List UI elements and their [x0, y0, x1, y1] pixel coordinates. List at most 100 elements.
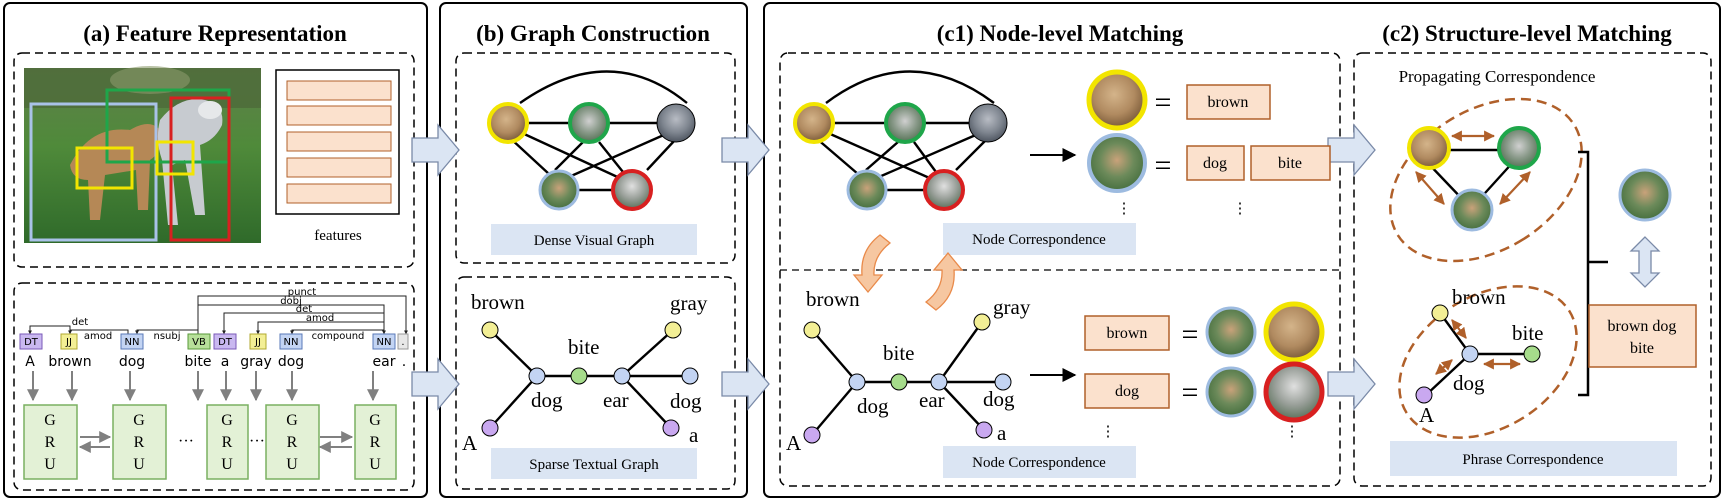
svg-text:dog: dog	[670, 389, 702, 413]
arc-dobj: dobj	[280, 296, 302, 307]
svg-text:dog: dog	[119, 354, 145, 370]
svg-text:G: G	[44, 412, 56, 429]
svg-text:a: a	[689, 423, 699, 447]
arc-nsubj: nsubj	[153, 331, 180, 342]
c2-textual-nodes	[1415, 304, 1541, 404]
text-node-A	[481, 419, 499, 437]
c1-top-dog-box	[1186, 145, 1245, 181]
arc-punct: punct	[288, 287, 317, 298]
c1-top-brown-word: brown	[1208, 94, 1249, 111]
propagating-correspondence-label: Propagating Correspondence	[1399, 67, 1596, 86]
textual-subgraph-ellipse	[1398, 285, 1578, 439]
gru-ellipsis-2: ···	[249, 433, 265, 450]
svg-text:G: G	[369, 412, 381, 429]
c1-top-yellow-crop	[1086, 69, 1148, 131]
c1-bottom-dog-word: dog	[1115, 383, 1139, 400]
svg-text:U: U	[286, 456, 298, 473]
c1-visual-graph-nodes	[793, 102, 1008, 211]
c1-node-green	[884, 102, 926, 144]
c1-top-blue-crop	[1087, 133, 1147, 193]
svg-text:brown: brown	[1452, 285, 1506, 309]
c2-merge-bracket	[1578, 150, 1608, 397]
svg-text:R: R	[134, 434, 145, 451]
dense-visual-graph-edges	[509, 70, 688, 192]
svg-text:NN: NN	[125, 337, 140, 348]
sparse-textual-graph-label: Sparse Textual Graph	[529, 457, 659, 473]
text-node-ear	[613, 367, 631, 385]
c1-bottom-equals-1: =	[1182, 318, 1199, 351]
sparse-textual-graph-label-bg	[491, 448, 697, 479]
visual-node-red	[611, 169, 653, 211]
flow-arrows	[411, 123, 1376, 411]
gru-cell-3	[206, 404, 249, 480]
panel-a-title: (a) Feature Representation	[83, 21, 347, 46]
svg-text:a: a	[997, 421, 1007, 445]
flow-arrow-b-c-top	[721, 123, 770, 177]
arc-compound: compound	[312, 331, 365, 342]
c1-bottom-dots-1: ⋮	[1101, 424, 1116, 440]
panel-c1-title: (c1) Node-level Matching	[937, 21, 1184, 46]
c1-bottom-brown-word: brown	[1107, 325, 1148, 342]
feature-bars	[286, 80, 392, 204]
panel-c2-title: (c2) Structure-level Matching	[1382, 21, 1672, 46]
svg-text:U: U	[221, 456, 233, 473]
svg-text:NN: NN	[284, 337, 299, 348]
dense-visual-graph-nodes	[487, 102, 696, 211]
svg-text:bite: bite	[568, 335, 600, 359]
visual-graph-box	[455, 52, 736, 264]
box-red	[169, 96, 231, 242]
cyclic-update-arrows	[852, 234, 964, 311]
flow-arrow-a-b-bottom	[411, 357, 460, 411]
arc-det-2: det	[296, 304, 313, 315]
c1-top-bite-word: bite	[1278, 155, 1302, 172]
svg-text:gray: gray	[240, 354, 272, 370]
pos-tags: DT JJ NN VB DT JJ NN NN .	[19, 333, 409, 350]
flow-arrow-b-c-bottom	[721, 357, 770, 411]
c1-node-blue	[846, 169, 888, 211]
svg-text:R: R	[287, 434, 298, 451]
c1-bottom-dog-box	[1084, 373, 1170, 409]
text-node-a	[662, 419, 680, 437]
c2-phrase-line-2: bite	[1630, 340, 1654, 357]
visual-node-yellow	[487, 102, 529, 144]
features-caption: features	[314, 228, 362, 244]
svg-text:a: a	[221, 354, 230, 370]
arc-det: det	[72, 317, 89, 328]
visual-subgraph-ellipse	[1389, 97, 1583, 263]
svg-text:JJ: JJ	[254, 337, 261, 348]
svg-text:DT: DT	[24, 337, 39, 348]
arc-amod-2: amod	[306, 313, 334, 324]
c1-bottom-equals-2: =	[1182, 376, 1199, 409]
sentence-tokens: A brown dog bite a gray dog ear .	[25, 354, 406, 370]
structure-matching-box	[1353, 52, 1712, 487]
svg-text:bite: bite	[185, 354, 212, 370]
dense-visual-graph-label-bg	[491, 224, 697, 255]
svg-text:dog: dog	[278, 354, 304, 370]
text-node-dog	[528, 367, 546, 385]
svg-text:ear: ear	[919, 388, 945, 412]
svg-text:brown: brown	[48, 354, 91, 370]
svg-text:A: A	[25, 354, 35, 370]
c1-textual-graph-nodes	[803, 313, 1012, 444]
textual-graph-box	[455, 276, 736, 490]
c1-top-dots-1: ⋮	[1117, 201, 1132, 217]
svg-text:dog: dog	[983, 387, 1015, 411]
svg-text:G: G	[286, 412, 298, 429]
c1-bottom-node-correspondence-bg	[943, 446, 1136, 478]
c1-textual-graph-edges	[811, 321, 1003, 436]
gru-cell-2	[112, 404, 167, 480]
c2-phrase-box	[1588, 304, 1697, 368]
c2-textual-propagation-arrows	[1435, 319, 1522, 375]
svg-text:JJ: JJ	[65, 337, 72, 348]
flow-arrow-c1-c2-top	[1327, 123, 1376, 177]
svg-text:bite: bite	[1512, 321, 1544, 345]
svg-text:brown: brown	[806, 287, 860, 311]
dense-visual-graph-label: Dense Visual Graph	[534, 233, 655, 249]
sparse-textual-graph-words: brown gray bite dog ear dog a A	[462, 290, 708, 455]
svg-text:R: R	[222, 434, 233, 451]
box-yellow-1	[75, 146, 134, 190]
c1-bottom-node-correspondence: Node Correspondence	[972, 455, 1106, 471]
c1-bottom-brown-box	[1084, 315, 1170, 351]
text-node-bite	[570, 367, 588, 385]
